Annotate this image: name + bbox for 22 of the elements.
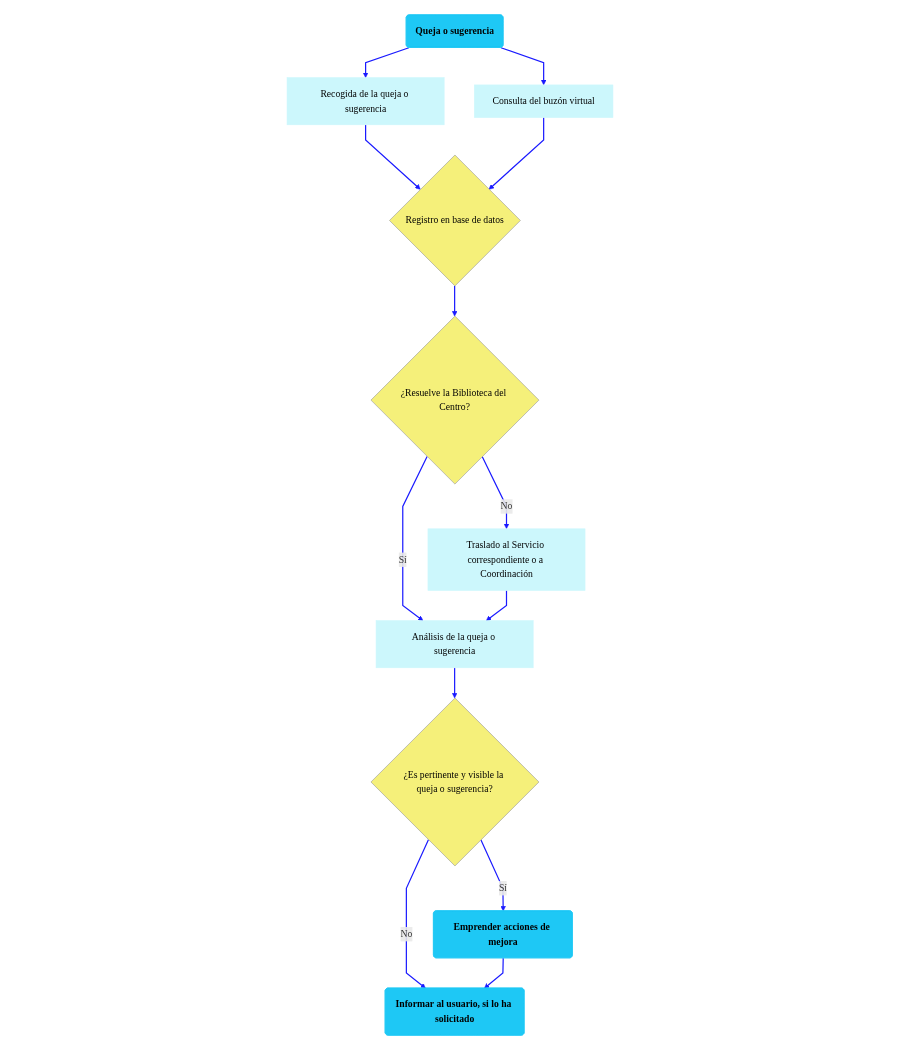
arrow <box>364 123 420 190</box>
node-diamond: Registro en base de datos <box>388 154 521 286</box>
arrow <box>483 957 504 989</box>
arrow <box>499 46 546 85</box>
arrow <box>362 46 409 78</box>
edge-label: Sí <box>498 882 507 893</box>
arrow <box>485 589 507 621</box>
node-box: Análisis de la queja o sugerencia <box>375 619 533 668</box>
arrow <box>481 455 509 529</box>
node-box: Recogida de la queja o sugerencia <box>286 76 444 125</box>
arrow <box>405 838 429 989</box>
edge-label: No <box>500 500 512 511</box>
arrow <box>451 666 457 698</box>
edge-label: No <box>399 928 412 939</box>
node-box: Traslado al Servicio correspondiente o a Coordinación <box>427 528 585 591</box>
node-diamond: ¿Es pertinente y visible la queja o sugerencia? <box>370 697 539 866</box>
arrow <box>488 116 544 190</box>
arrow <box>451 284 457 316</box>
arrow <box>401 455 428 621</box>
node-diamond: ¿Resuelve la Biblioteca del Centro? <box>370 315 539 484</box>
node-box: Consulta del buzón virtual <box>473 84 613 118</box>
edge-label: Sí <box>398 553 407 564</box>
